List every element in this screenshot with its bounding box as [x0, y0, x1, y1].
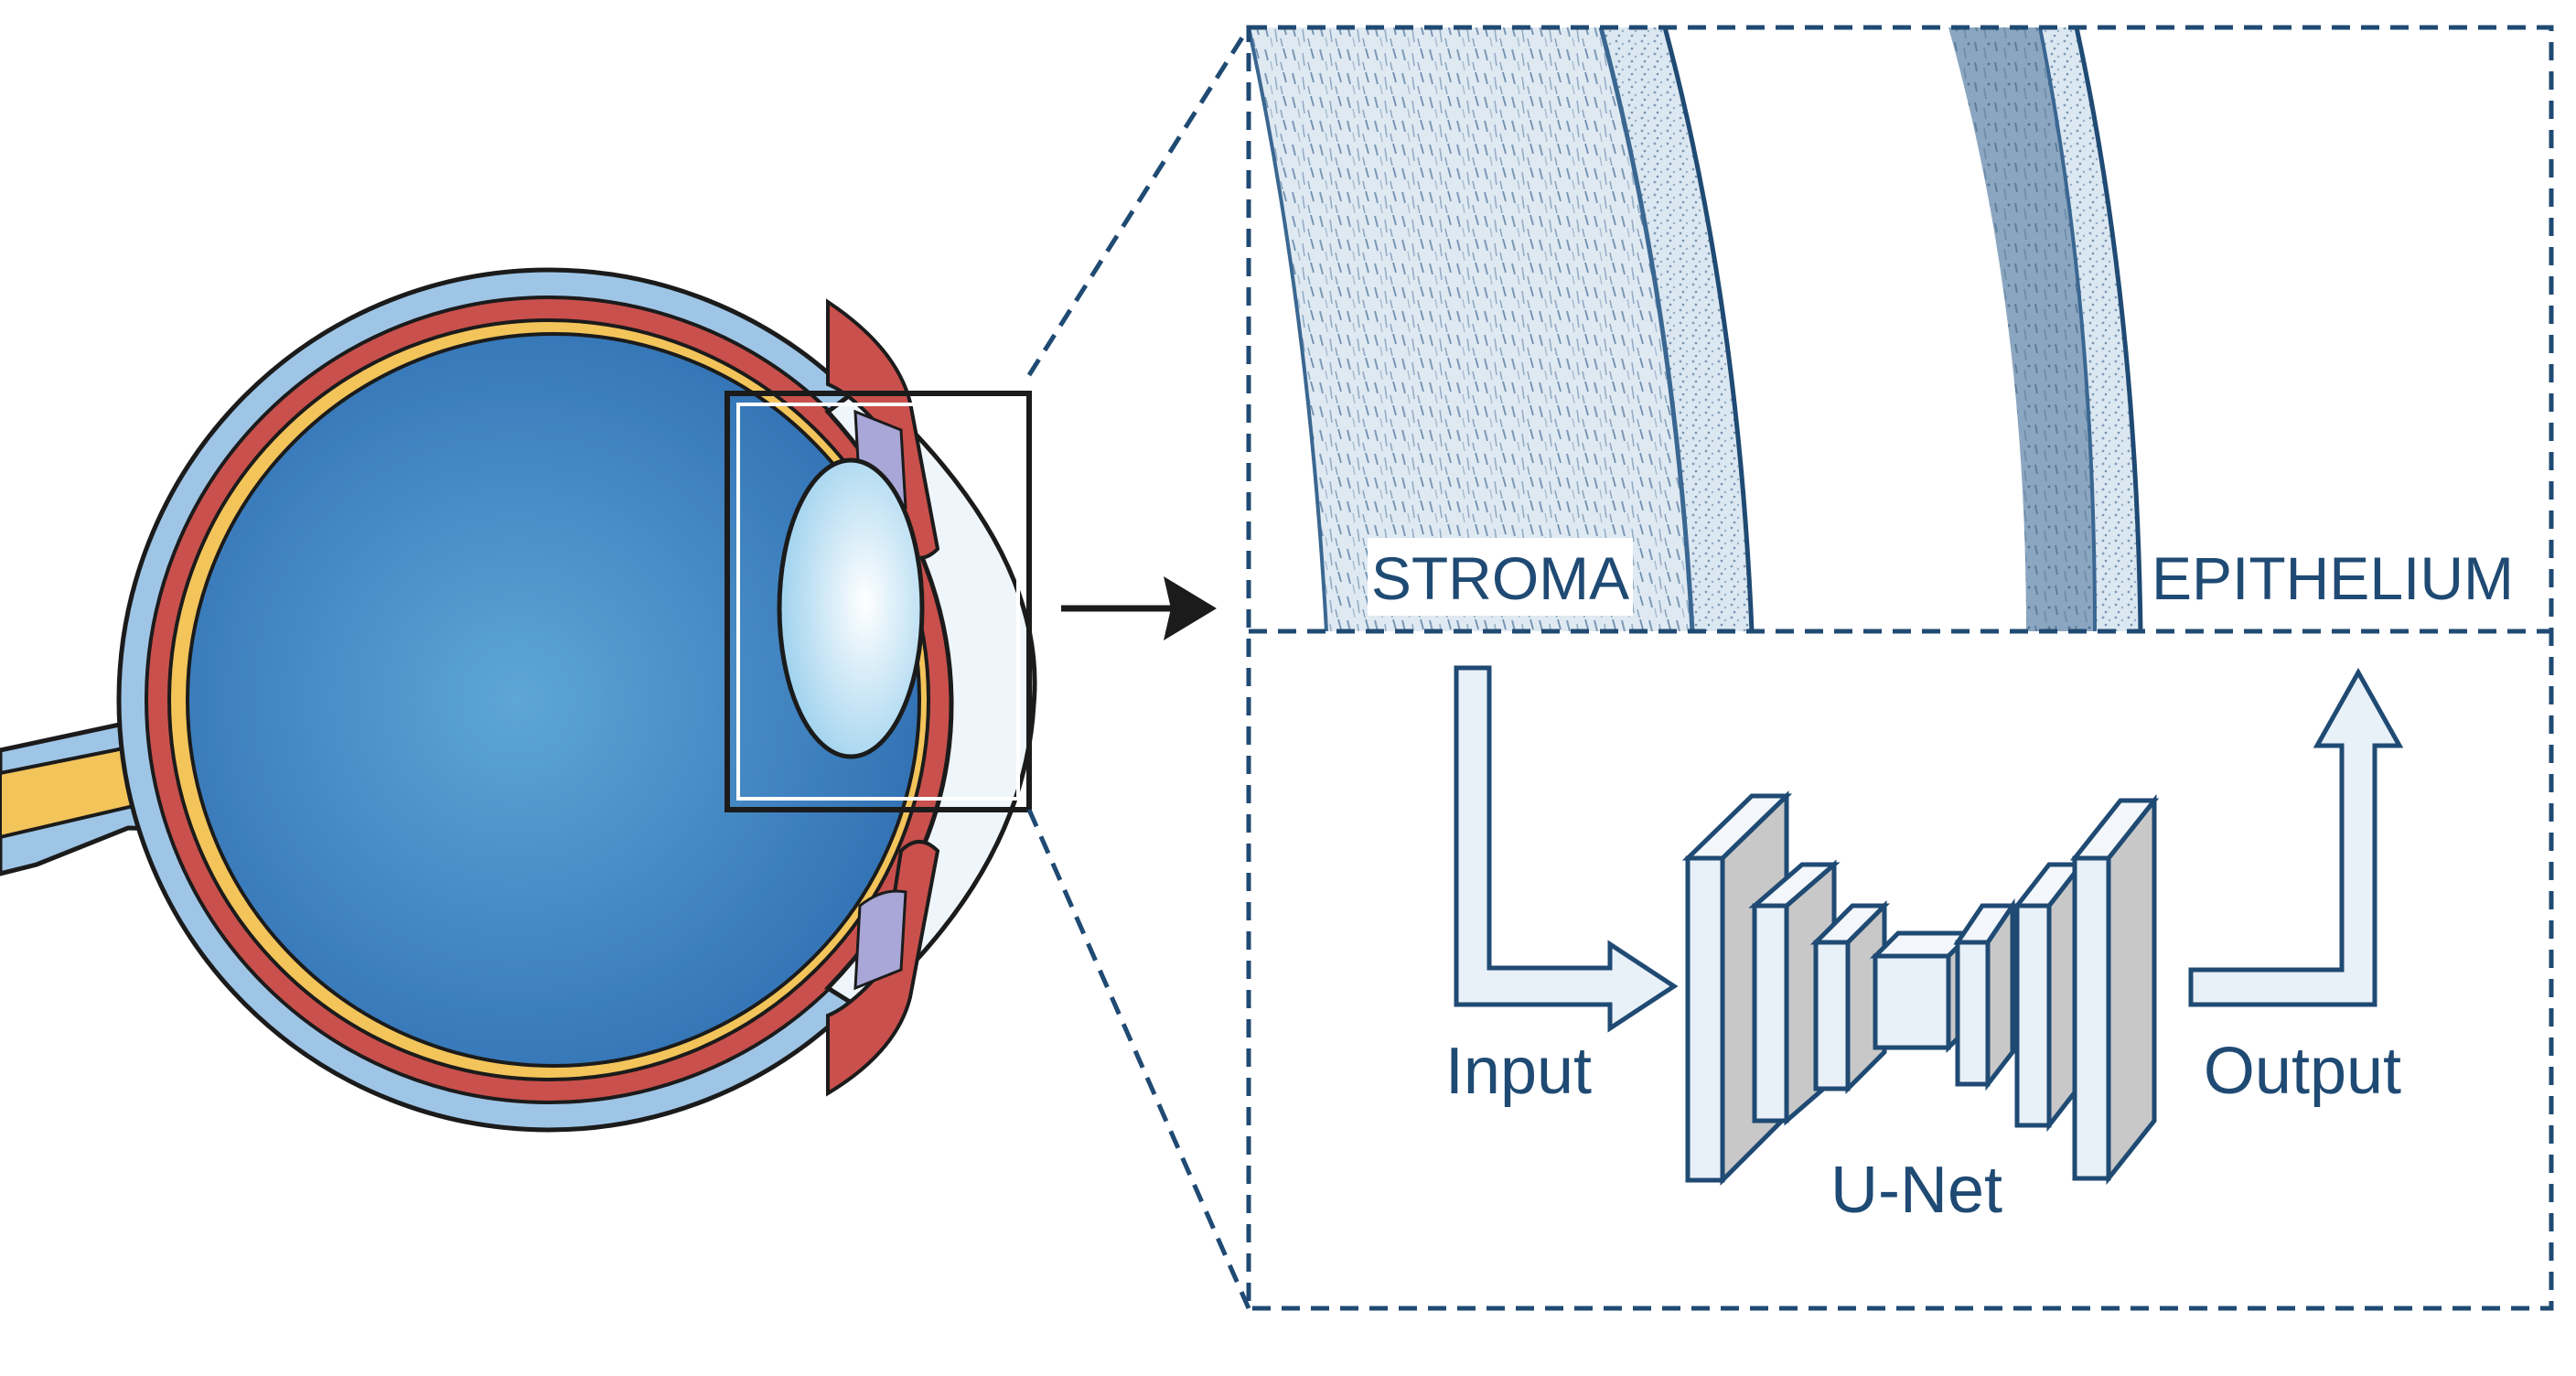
eye-cross-section [0, 267, 1037, 1133]
zoom-line-bottom [1026, 808, 1251, 1310]
decoder-block-3 [1953, 898, 2017, 1091]
bent-arrow-up-icon [2188, 667, 2404, 1007]
decoder-block-2 [2012, 857, 2087, 1133]
zoom-line-top [1026, 26, 1251, 377]
iris-lower [853, 889, 907, 991]
zoom-panel-frame [1246, 25, 2554, 1311]
tissue-panel [1249, 27, 2143, 631]
epithelium-layer-left [1601, 27, 1752, 631]
stroma-label-bg [1368, 538, 1633, 616]
output-label: Output [2204, 1035, 2401, 1108]
epithelium-label: EPITHELIUM [2152, 544, 2514, 612]
zoom-region-box [724, 391, 1032, 812]
unet-label: U-Net [1830, 1154, 2002, 1227]
unet-architecture [1681, 790, 2160, 1187]
stroma-label: STROMA [1371, 544, 1629, 612]
ciliary-body-lower [826, 840, 940, 1097]
epithelium-label-bg [2150, 538, 2516, 616]
epithelium-layer-right [2040, 27, 2141, 631]
decoder-block-1 [2069, 793, 2160, 1186]
bent-arrow-right-icon [1454, 665, 1679, 1033]
right-arrow-icon [1061, 576, 1217, 640]
lens [777, 457, 925, 759]
input-label: Input [1445, 1035, 1592, 1108]
stroma-layer [1249, 27, 1692, 631]
dark-tissue-layer [1948, 27, 2095, 631]
